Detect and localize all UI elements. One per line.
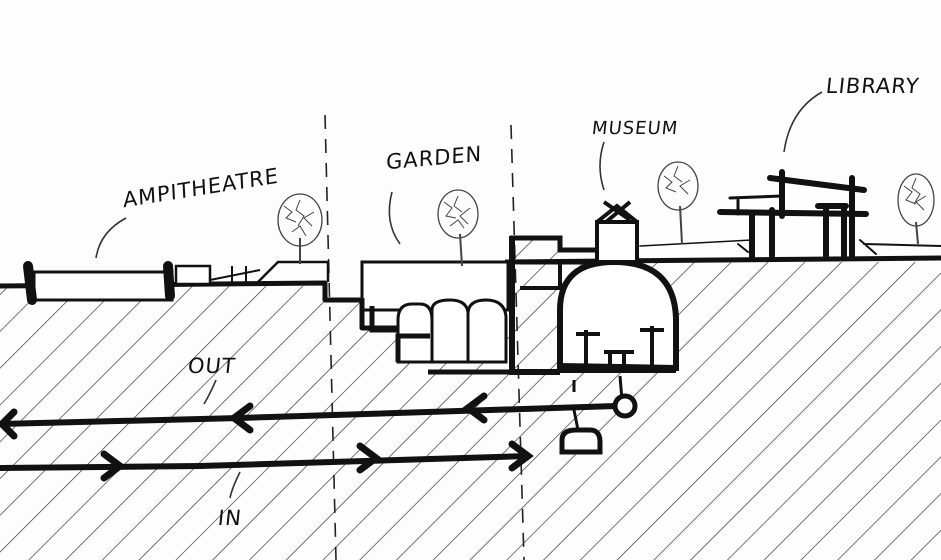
zone-dividers: [324, 114, 525, 560]
label-museum: MUSEUM: [590, 118, 680, 139]
tree-garden: [437, 189, 479, 267]
out-path: [0, 392, 638, 440]
leader-lines: [95, 91, 823, 499]
label-in: IN: [216, 506, 244, 530]
tree-library: [897, 173, 935, 245]
amphitheatre-structure: [23, 260, 330, 305]
label-out: OUT: [186, 354, 237, 378]
library-building: [639, 169, 941, 261]
garden-structure: [359, 260, 515, 375]
label-library: LIBRARY: [824, 74, 921, 98]
tree-museum: [657, 161, 699, 245]
tree-amphitheatre: [277, 193, 323, 264]
museum-building: [509, 200, 679, 401]
in-path: [0, 408, 603, 482]
